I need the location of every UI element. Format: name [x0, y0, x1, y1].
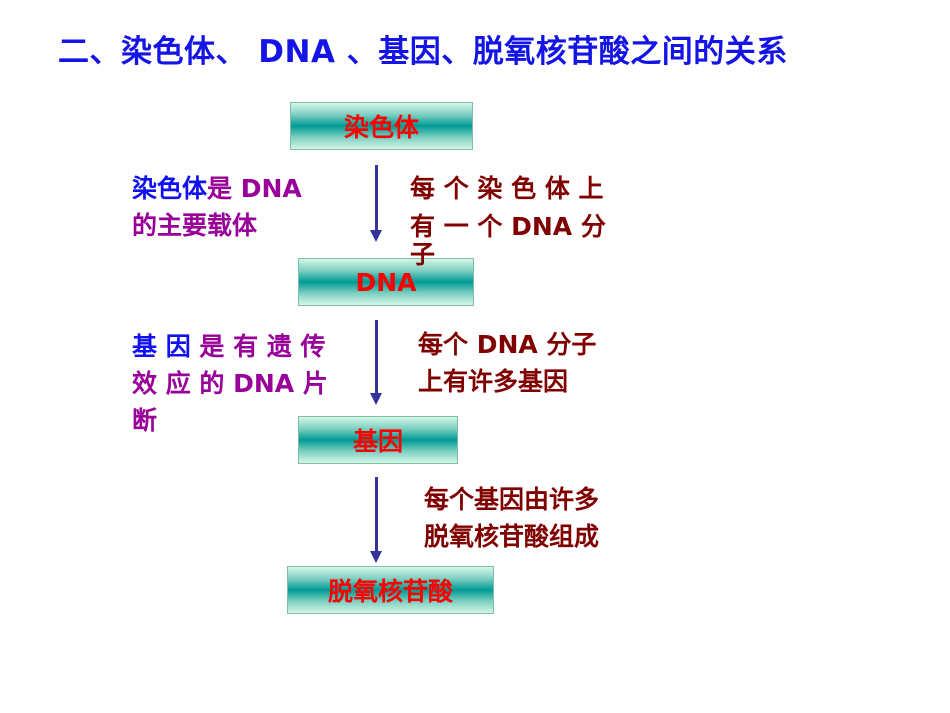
arrow-down-icon	[370, 165, 382, 242]
box-dna: DNA	[298, 258, 474, 306]
box-label: DNA	[355, 267, 417, 297]
box-nucleotide: 脱氧核苷酸	[287, 566, 494, 614]
note-text: 效 应 的 DNA 片	[132, 369, 328, 398]
note-text: 是 有 遗 传	[199, 332, 326, 361]
note-highlight: 染色体	[132, 174, 208, 203]
box-label: 脱氧核苷酸	[327, 577, 453, 606]
box-label: 染色体	[343, 113, 419, 142]
slide-title: 二、染色体、 DNA 、基因、脱氧核苷酸之间的关系	[58, 34, 788, 70]
note-text: 断	[132, 406, 158, 435]
note-text: 每个基因由许多	[424, 485, 600, 514]
note-text: 子	[410, 240, 436, 269]
note-highlight: 基 因	[132, 332, 200, 361]
note-text: 上有许多基因	[418, 367, 569, 396]
note-dna-genes: 每个 DNA 分子 上有许多基因	[418, 326, 596, 400]
note-text: 的主要载体	[132, 211, 258, 240]
box-chromosome: 染色体	[290, 102, 473, 150]
box-gene: 基因	[298, 416, 458, 464]
note-chromosome-carrier: 染色体是 DNA 的主要载体	[132, 170, 302, 244]
note-chromosome-dna: 每 个 染 色 体 上 有 一 个 DNA 分 子	[410, 170, 606, 274]
note-text: 每个 DNA 分子	[418, 330, 597, 359]
note-text: 每 个 染 色 体 上	[410, 174, 604, 203]
note-text: 是 DNA	[207, 174, 302, 203]
box-label: 基因	[352, 427, 403, 456]
note-gene-nucleotides: 每个基因由许多 脱氧核苷酸组成	[424, 481, 599, 555]
arrow-down-icon	[370, 320, 382, 405]
arrow-down-icon	[370, 477, 382, 563]
note-text: 有 一 个 DNA 分	[410, 212, 606, 241]
note-text: 脱氧核苷酸组成	[424, 522, 600, 551]
note-gene-definition: 基 因 是 有 遗 传 效 应 的 DNA 片 断	[132, 328, 328, 439]
